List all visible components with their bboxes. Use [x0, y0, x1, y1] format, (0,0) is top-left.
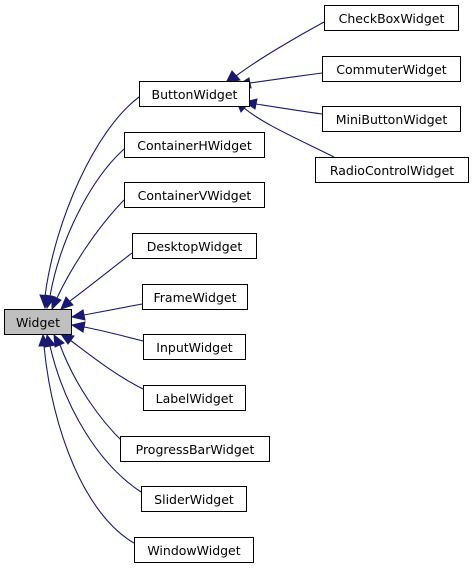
- node-progressbar-widget[interactable]: ProgressBarWidget: [120, 436, 270, 462]
- node-label-widget-label: LabelWidget: [155, 390, 234, 406]
- edge-checkbox-to-button: [235, 21, 325, 77]
- node-containerv-widget-label: ContainerVWidget: [137, 187, 252, 203]
- node-button-widget[interactable]: ButtonWidget: [139, 81, 250, 107]
- node-radiocontrol-widget-label: RadioControlWidget: [329, 162, 455, 178]
- node-window-widget[interactable]: WindowWidget: [134, 537, 254, 563]
- edge-input-to-widget: [83, 326, 144, 342]
- node-frame-widget-label: FrameWidget: [153, 289, 237, 305]
- node-desktop-widget-label: DesktopWidget: [146, 238, 243, 254]
- edge-containerv-to-widget: [56, 199, 125, 299]
- node-containerv-widget[interactable]: ContainerVWidget: [124, 182, 265, 208]
- node-checkbox-widget[interactable]: CheckBoxWidget: [324, 5, 459, 31]
- node-desktop-widget[interactable]: DesktopWidget: [132, 233, 257, 259]
- node-commuter-widget-label: CommuterWidget: [336, 61, 447, 77]
- arrowhead-frame-to-widget: [70, 309, 86, 321]
- node-containerh-widget[interactable]: ContainerHWidget: [124, 132, 265, 158]
- node-minibutton-widget[interactable]: MiniButtonWidget: [322, 106, 461, 132]
- node-containerh-widget-label: ContainerHWidget: [137, 137, 252, 153]
- node-button-widget-label: ButtonWidget: [151, 86, 238, 102]
- arrowhead-input-to-widget: [70, 321, 86, 333]
- node-slider-widget-label: SliderWidget: [154, 491, 234, 507]
- node-commuter-widget[interactable]: CommuterWidget: [322, 56, 461, 82]
- node-widget-label: Widget: [15, 314, 61, 330]
- edge-desktop-to-widget: [69, 252, 133, 302]
- arrowhead-window-to-widget: [38, 333, 50, 347]
- arrowhead-progressbar-to-widget: [53, 333, 65, 348]
- node-input-widget[interactable]: InputWidget: [143, 334, 246, 360]
- node-label-widget[interactable]: LabelWidget: [143, 385, 246, 411]
- edge-slider-to-widget: [49, 345, 142, 493]
- arrowhead-desktop-to-widget: [60, 296, 74, 310]
- edge-progressbar-to-widget: [59, 344, 125, 444]
- node-widget: Widget: [4, 309, 72, 335]
- arrowhead-containerv-to-widget: [51, 295, 62, 311]
- edge-label-to-widget: [69, 339, 144, 390]
- edge-containerh-to-widget: [49, 148, 125, 297]
- edge-button-to-widget: [44, 96, 140, 297]
- node-radiocontrol-widget[interactable]: RadioControlWidget: [315, 157, 469, 183]
- node-checkbox-widget-label: CheckBoxWidget: [338, 10, 445, 26]
- edge-frame-to-widget: [83, 303, 143, 316]
- node-window-widget-label: WindowWidget: [147, 542, 241, 558]
- edge-commuter-to-button: [249, 72, 323, 84]
- edge-radiocontrol-to-button: [243, 107, 335, 158]
- node-slider-widget[interactable]: SliderWidget: [141, 486, 247, 512]
- arrowhead-label-to-widget: [59, 333, 75, 345]
- node-progressbar-widget-label: ProgressBarWidget: [135, 441, 255, 457]
- edge-minibutton-to-button: [255, 103, 323, 115]
- edge-window-to-widget: [43, 345, 135, 544]
- node-frame-widget[interactable]: FrameWidget: [142, 284, 248, 310]
- node-input-widget-label: InputWidget: [156, 339, 233, 355]
- node-minibutton-widget-label: MiniButtonWidget: [335, 111, 448, 127]
